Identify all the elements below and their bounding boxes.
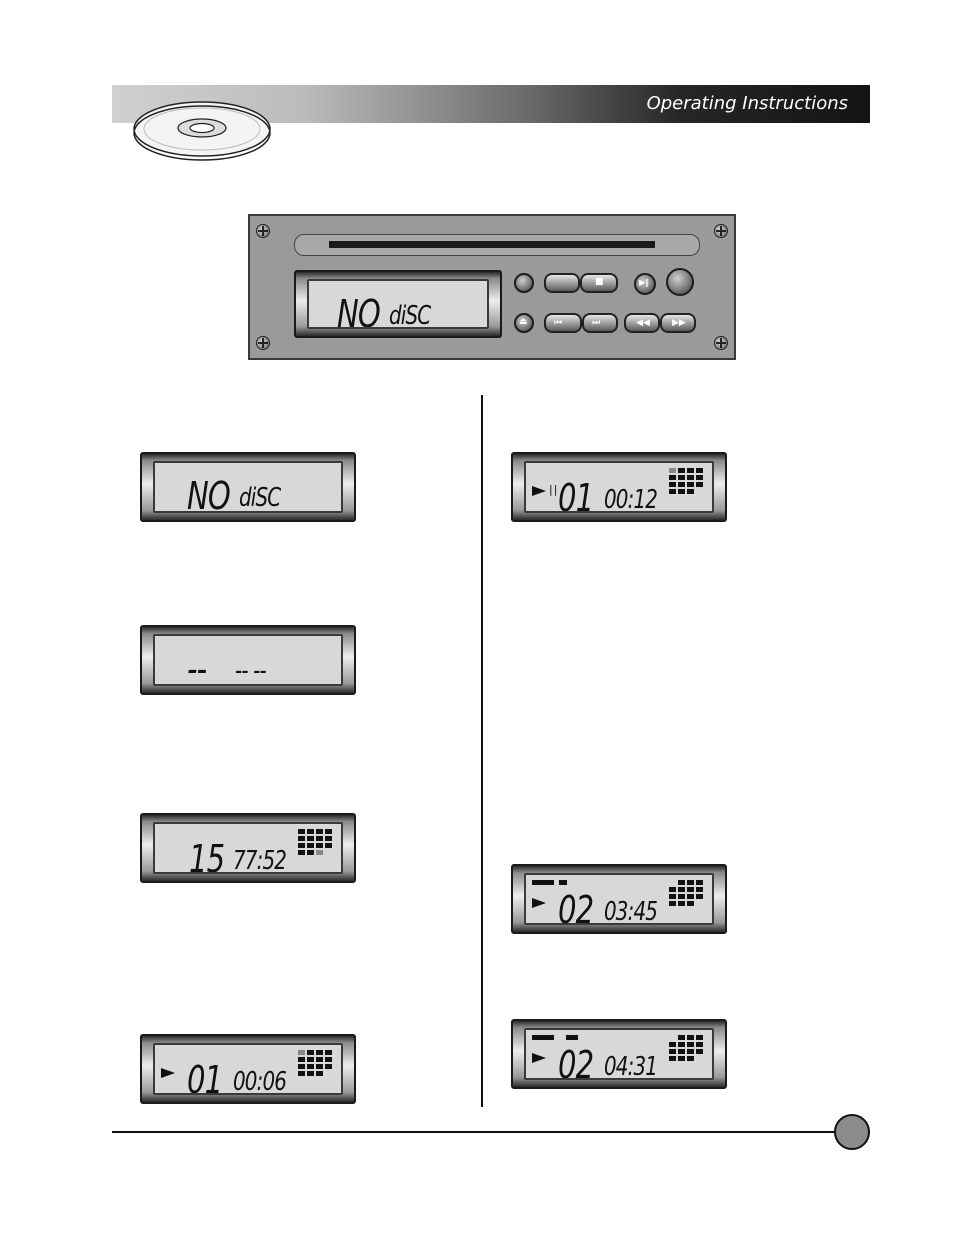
stop-icon: ■ [595,277,604,287]
fast-forward-icon: ▶▶ [672,318,686,328]
lcd-sub-text: 00:06 [233,1067,287,1095]
screw-icon [256,336,270,350]
lcd-sub-text: 04:31 [604,1052,658,1080]
play-indicator-icon [532,486,546,496]
play-indicator-icon [161,1068,175,1078]
lcd-sub-text: -- -- [235,656,267,686]
column-divider [481,395,483,1107]
lcd-main-text: 01 [187,1058,223,1095]
screw-icon [714,336,728,350]
lcd-repeat-track-2: 02 03:45 [511,864,727,934]
screw-icon [256,224,270,238]
unit-lcd-display: NO diSC [294,270,502,338]
track-grid-icon [669,880,703,906]
volume-knob[interactable] [666,268,694,296]
cd-player-unit: NO diSC ■ ▶‖ ⏏ ⏮ ⏭ ◀◀ ▶▶ [248,214,736,360]
disc-slot [294,234,700,256]
previous-track-button[interactable]: ⏮ [544,313,582,333]
lcd-sub-text: 03:45 [604,897,658,925]
lcd-playing-track-1: 01 00:06 [140,1034,356,1104]
rewind-button[interactable]: ◀◀ [624,313,660,333]
screw-icon [714,224,728,238]
lcd-main-text: NO [187,474,231,513]
function-button[interactable] [544,273,580,293]
play-indicator-icon [532,898,546,908]
pause-indicator-icon: || [549,483,559,496]
lcd-paused-track-1: || 01 00:12 [511,452,727,522]
lcd-sub-text: diSC [239,483,281,513]
track-grid-icon [669,468,703,494]
eject-button[interactable]: ⏏ [514,313,534,333]
rewind-icon: ◀◀ [636,318,650,328]
mode-indicator-bar [559,880,567,885]
unit-lcd-main: NO [337,292,381,329]
lcd-main-text: 15 [189,837,225,874]
skip-forward-icon: ⏭ [592,318,601,328]
eject-icon: ⏏ [519,317,528,327]
mode-indicator-bar [566,1035,578,1040]
stop-button[interactable]: ■ [580,273,618,293]
mode-indicator-bar [532,880,554,885]
page-marker-icon [834,1114,870,1150]
skip-back-icon: ⏮ [554,318,563,328]
play-indicator-icon [532,1053,546,1063]
lcd-sub-text: 77:52 [233,846,287,874]
lcd-main-text: 02 [558,1043,594,1080]
play-pause-button[interactable]: ▶‖ [634,273,656,295]
lcd-main-text: 01 [558,476,594,513]
header-title: Operating Instructions [646,93,848,114]
fast-forward-button[interactable]: ▶▶ [660,313,696,333]
track-grid-icon [669,1035,703,1061]
mode-indicator-bar [532,1035,554,1040]
power-button[interactable] [514,273,534,293]
lcd-no-disc: NO diSC [140,452,356,522]
play-pause-icon: ▶‖ [639,278,650,287]
lcd-sub-text: 00:12 [604,485,658,513]
lcd-reading: -- -- -- [140,625,356,695]
lcd-main-text: -- [187,647,207,686]
next-track-button[interactable]: ⏭ [582,313,618,333]
lcd-random-track-2: 02 04:31 [511,1019,727,1089]
lcd-main-text: 02 [558,888,594,925]
track-grid-icon [298,1050,332,1076]
footer-rule [112,1131,838,1133]
unit-lcd-sub: diSC [389,301,431,329]
lcd-total-time: 15 77:52 [140,813,356,883]
cd-disc-icon [133,101,271,161]
track-grid-icon [298,829,332,855]
